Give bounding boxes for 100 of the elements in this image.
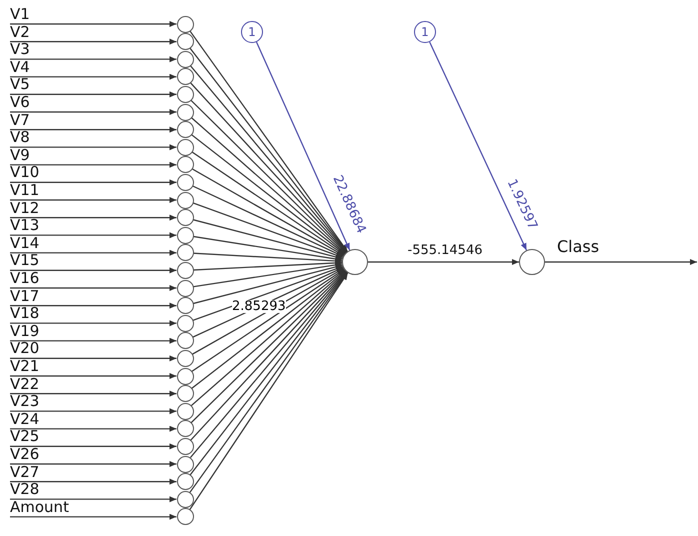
- arrow: [10, 197, 176, 203]
- arrow: [10, 38, 176, 45]
- input-label: V28: [10, 482, 40, 498]
- input-label: V12: [10, 200, 40, 216]
- neuron-circle: [176, 16, 194, 32]
- input-label: V14: [10, 236, 40, 251]
- input-label: Amount: [10, 500, 69, 515]
- arrow: [10, 91, 176, 98]
- neuron-circle: [176, 490, 194, 508]
- bias-node: 1: [414, 21, 436, 43]
- input-label: V21: [10, 359, 40, 374]
- arrow: [10, 109, 176, 115]
- arrow: [193, 262, 342, 288]
- input-label: V9: [10, 148, 30, 163]
- edge-label: -555.14546: [408, 244, 482, 257]
- neuron-circle: [176, 473, 194, 490]
- neuron-circle: [176, 350, 194, 367]
- input-label: V13: [10, 218, 40, 234]
- arrow: [192, 185, 344, 258]
- arrow: [10, 355, 176, 362]
- arrow: [10, 373, 176, 379]
- neuron-circle: [176, 68, 194, 86]
- input-label: V1: [10, 7, 30, 22]
- arrow: [10, 232, 176, 238]
- neuron-circle: [176, 33, 194, 50]
- bias-node: 1: [241, 21, 263, 43]
- arrow: [193, 236, 342, 262]
- input-label: V6: [10, 95, 30, 110]
- arrow: [10, 126, 176, 133]
- input-label: V10: [10, 165, 40, 180]
- arrow: [545, 259, 697, 265]
- input-label: V17: [10, 288, 40, 304]
- arrow: [10, 144, 176, 150]
- neuron-circle: [176, 138, 194, 156]
- neuron-circle: [176, 420, 194, 438]
- neuron-circle: [176, 297, 194, 314]
- arrow: [10, 74, 176, 80]
- input-label: V5: [10, 77, 30, 92]
- neuron-circle: [176, 456, 194, 472]
- arrow: [192, 202, 343, 258]
- arrow: [193, 264, 343, 304]
- arrow: [10, 408, 176, 414]
- input-label: V11: [10, 183, 40, 198]
- input-label: V23: [10, 394, 40, 410]
- neuron-circle: [176, 262, 194, 279]
- neuron-circle: [176, 86, 194, 103]
- arrow: [10, 285, 176, 291]
- neuron-circle: [176, 192, 194, 208]
- arrow: [192, 268, 345, 372]
- neuron-circle: [176, 244, 194, 262]
- input-label: V19: [10, 324, 40, 339]
- input-label: V7: [10, 112, 30, 128]
- neuron-circle: [176, 104, 194, 120]
- arrow: [192, 268, 344, 355]
- arrow: [10, 443, 176, 450]
- arrow: [10, 496, 176, 502]
- arrow: [10, 214, 176, 221]
- neuron-circle: [519, 249, 545, 275]
- input-label: V3: [10, 42, 30, 58]
- input-label: V4: [10, 60, 30, 75]
- input-label: V26: [10, 447, 40, 462]
- arrow: [10, 390, 176, 397]
- input-label: V2: [10, 24, 30, 40]
- input-label: V27: [10, 464, 40, 480]
- neuron-circle: [176, 156, 194, 174]
- arrow: [193, 219, 343, 260]
- input-label: V25: [10, 429, 40, 444]
- arrow: [429, 42, 528, 250]
- arrow: [256, 42, 350, 250]
- neuron-circle: [176, 121, 194, 138]
- arrow: [192, 168, 344, 256]
- input-label: V15: [10, 253, 40, 268]
- arrow: [10, 426, 176, 432]
- input-label: V22: [10, 376, 40, 392]
- arrow: [10, 478, 176, 485]
- neuron-circle: [176, 226, 194, 244]
- neuron-circle: [176, 174, 194, 191]
- arrow: [10, 302, 176, 309]
- neuron-circle: [176, 332, 194, 350]
- arrow: [10, 267, 176, 274]
- weight-label: 2.85293: [232, 300, 286, 313]
- arrow: [10, 21, 176, 27]
- arrow: [193, 252, 342, 264]
- arrow: [192, 151, 345, 256]
- arrow: [10, 179, 176, 186]
- neuron-circle: [176, 438, 194, 455]
- edge-label: Class: [557, 240, 600, 253]
- arrow: [192, 266, 343, 321]
- arrow: [10, 338, 176, 344]
- arrow: [10, 56, 176, 62]
- neuron-circle: [176, 209, 194, 226]
- neuron-circle: [176, 50, 194, 68]
- input-label: V8: [10, 130, 30, 146]
- neuron-circle: [176, 368, 194, 384]
- neuron-circle: [342, 249, 368, 275]
- arrow: [368, 259, 519, 265]
- arrow: [193, 260, 342, 271]
- arrow: [10, 514, 176, 520]
- arrow: [10, 250, 176, 256]
- input-label: V16: [10, 271, 40, 286]
